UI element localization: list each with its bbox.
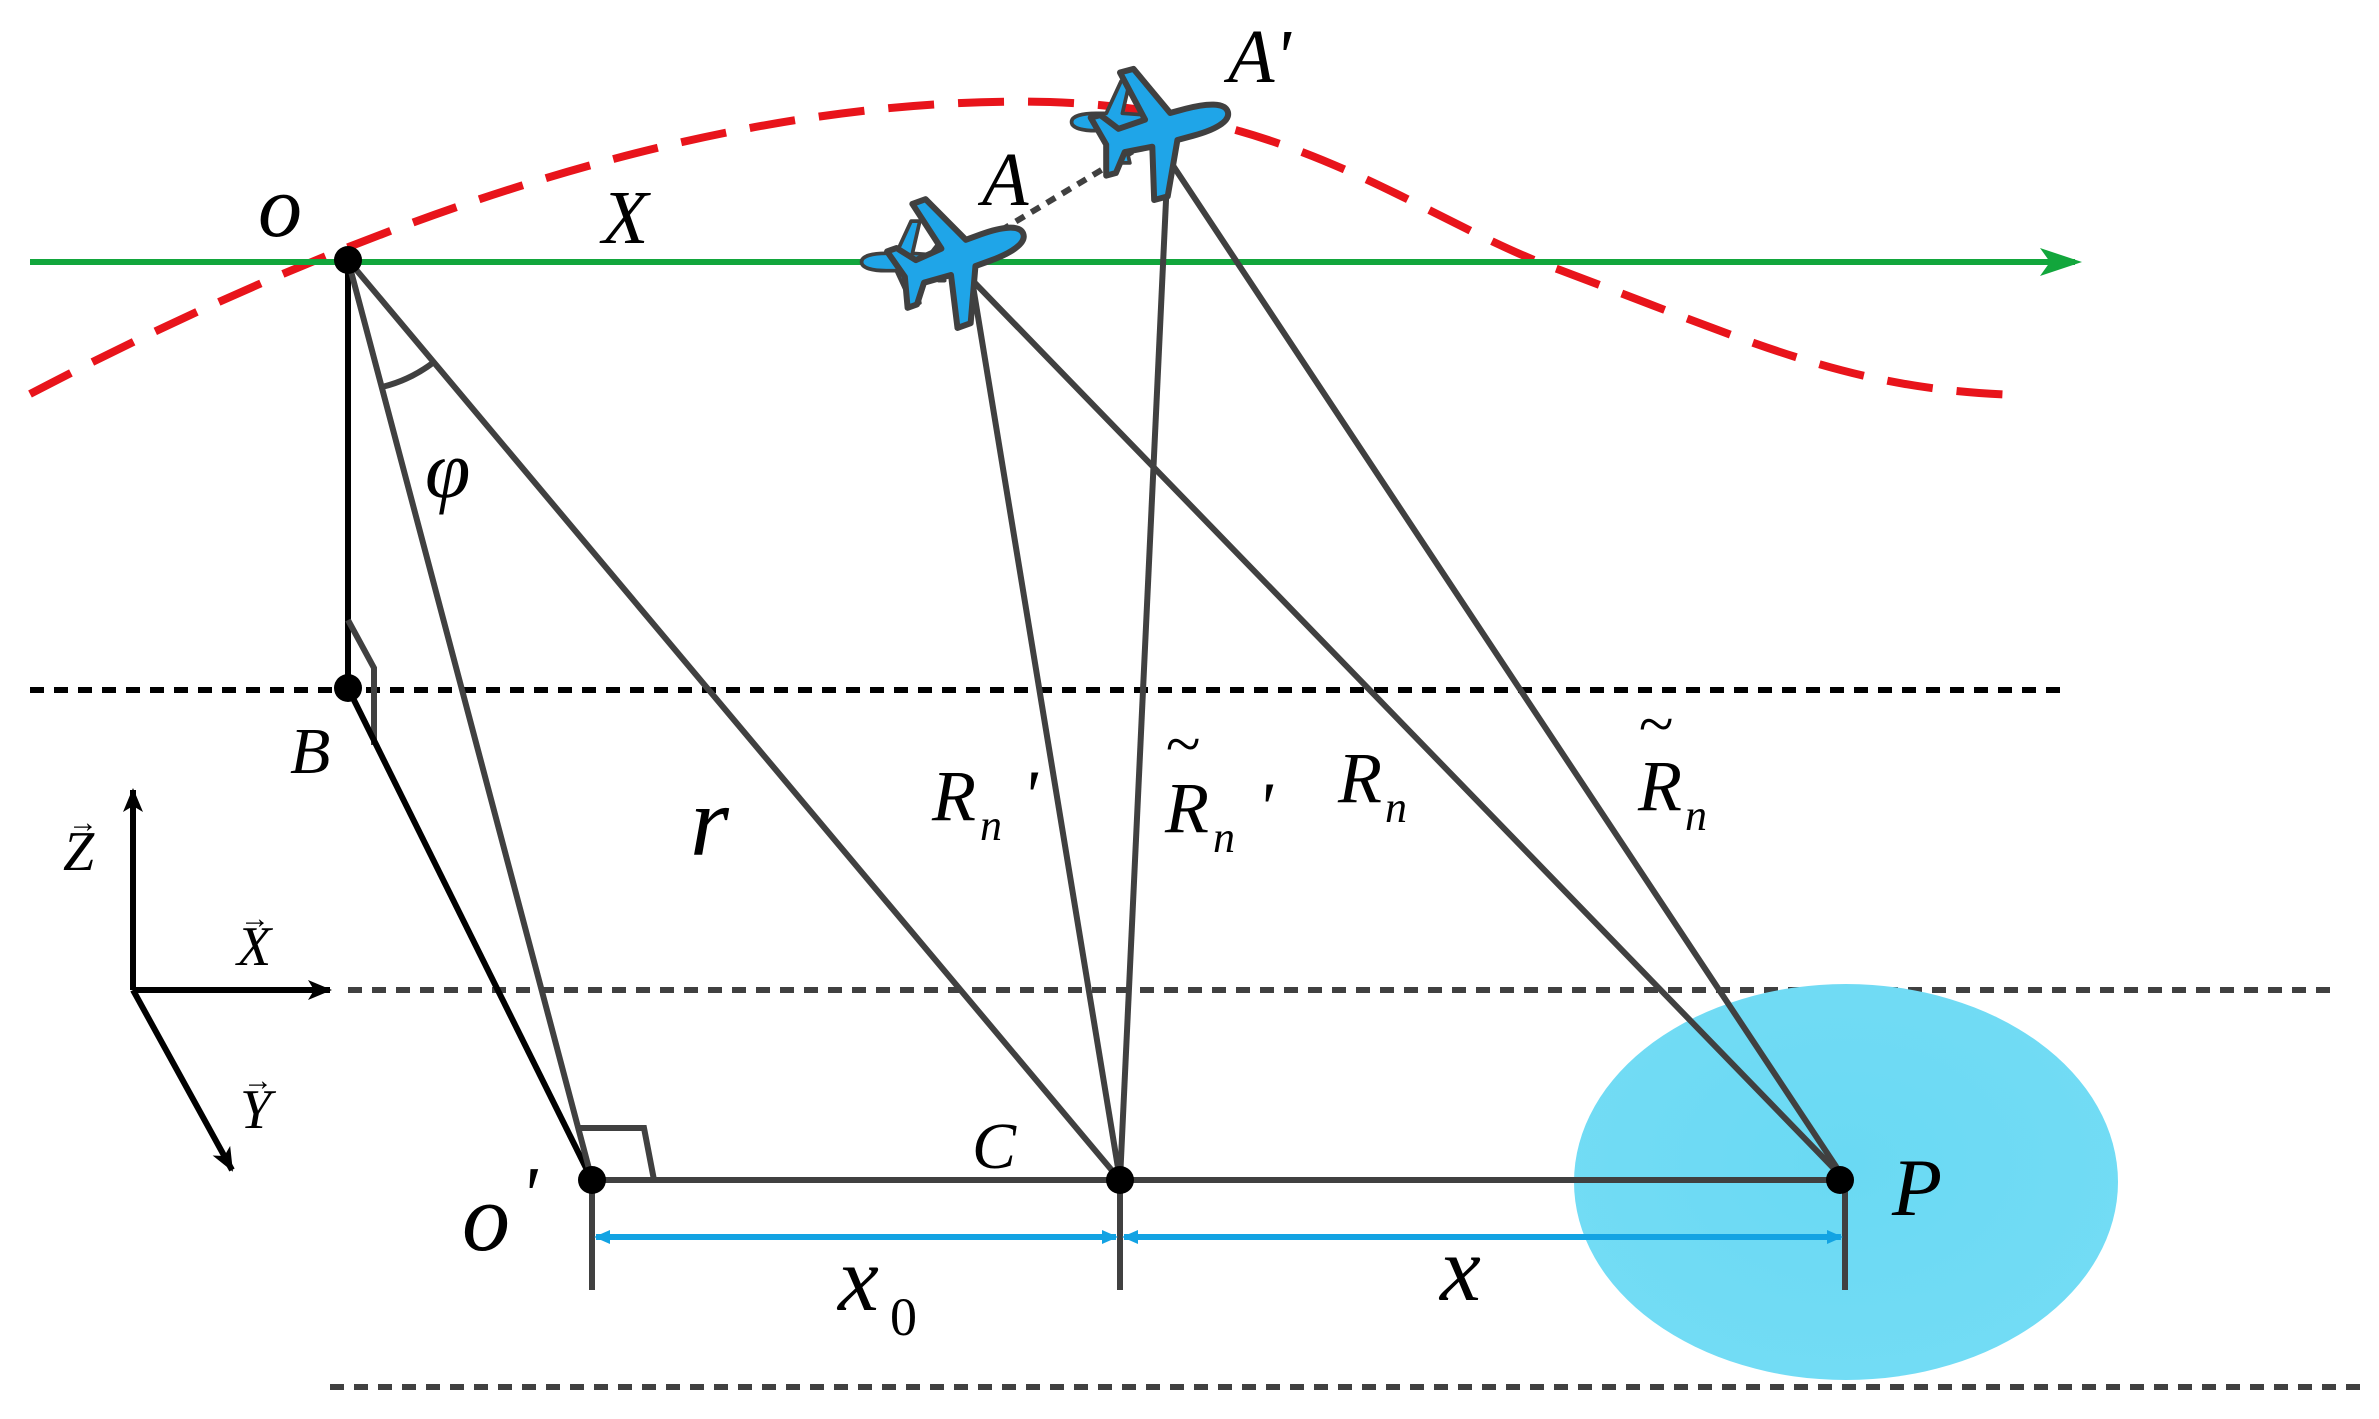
svg-text:n: n [1685, 791, 1707, 840]
svg-text:Z: Z [63, 821, 95, 883]
angle-arc-phi [381, 359, 436, 390]
line-a-a-prime [983, 139, 1150, 243]
point-o-prime [578, 1166, 606, 1194]
label-axis-y: → Y [240, 1064, 277, 1141]
x-axis-arrowhead [2040, 248, 2082, 276]
svg-text:o: o [462, 1164, 510, 1271]
label-rn-prime: R n ' [931, 756, 1039, 850]
svg-text:X: X [235, 916, 274, 978]
label-b: B [290, 715, 330, 788]
airplane-icon [1081, 48, 1245, 210]
point-p [1826, 1166, 1854, 1194]
label-c: C [972, 1110, 1017, 1183]
label-o: o [258, 159, 302, 256]
svg-text:→: → [68, 806, 98, 839]
svg-text:~: ~ [1638, 688, 1673, 759]
label-a: A [977, 138, 1029, 222]
svg-text:→: → [240, 902, 270, 935]
svg-text:': ' [1257, 768, 1274, 848]
line-rn-prime [969, 279, 1123, 1181]
line-o-o-prime [345, 259, 595, 1181]
line-rn-tilde [1165, 156, 1848, 1182]
label-rn-tilde-prime: ~ R n ' [1164, 708, 1274, 862]
flight-trajectory [28, 97, 2021, 399]
svg-text:n: n [980, 801, 1002, 850]
axis-y-arrow [130, 988, 235, 1172]
point-b [334, 674, 362, 702]
label-x-distance: x [1438, 1218, 1481, 1320]
svg-text:n: n [1213, 813, 1235, 862]
svg-text:': ' [1022, 756, 1039, 836]
label-x0: x 0 [836, 1228, 917, 1347]
label-phi: φ [425, 424, 470, 515]
label-r: r [690, 766, 730, 877]
label-axis-z: → Z [63, 806, 98, 883]
svg-text:R: R [1164, 768, 1209, 848]
svg-text:0: 0 [890, 1287, 917, 1347]
right-angle-marker-b [345, 618, 377, 745]
svg-text:x: x [836, 1228, 879, 1330]
line-r [345, 258, 1123, 1182]
label-p: P [1891, 1142, 1942, 1233]
label-rn: R n [1337, 738, 1407, 832]
label-rn-tilde: ~ R n [1637, 688, 1707, 840]
point-c [1106, 1166, 1134, 1194]
right-angle-marker-o-prime [580, 1125, 657, 1181]
point-o [334, 246, 362, 274]
label-a-prime: A' [1223, 15, 1292, 99]
svg-text:R: R [1337, 738, 1382, 818]
label-x-axis: X [599, 176, 651, 260]
line-rn [969, 277, 1848, 1183]
svg-text:~: ~ [1165, 708, 1200, 779]
svg-text:→: → [243, 1064, 273, 1097]
line-rn-tilde-prime [1117, 157, 1171, 1181]
svg-text:R: R [931, 756, 976, 836]
label-axis-x: → X [235, 902, 274, 978]
svg-text:n: n [1385, 783, 1407, 832]
label-o-prime: o ' [462, 1152, 539, 1271]
line-b-o-prime [345, 686, 595, 1182]
svg-text:': ' [520, 1152, 539, 1240]
svg-text:R: R [1637, 746, 1682, 826]
svg-text:Y: Y [240, 1079, 277, 1141]
